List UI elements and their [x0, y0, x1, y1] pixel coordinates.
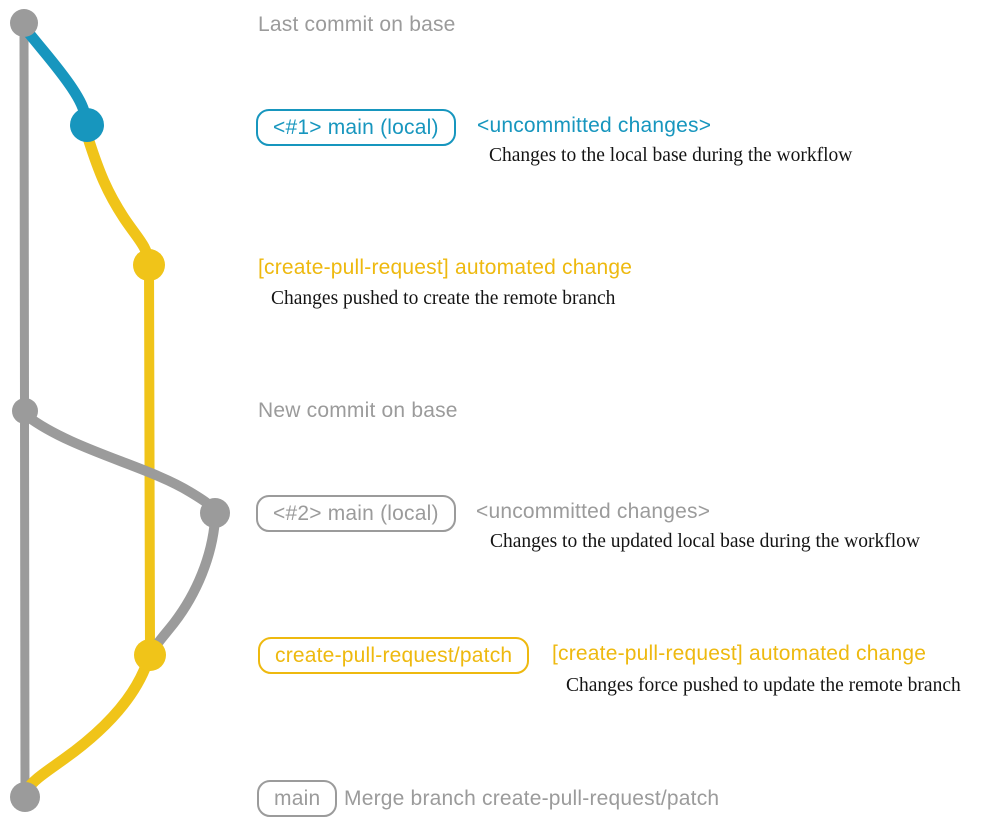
edge-main1-to-patch: [83, 135, 155, 269]
commit-title-automated-change-1: [create-pull-request] automated change: [258, 256, 633, 279]
commit-node-patch-1: [133, 249, 165, 281]
branch-pill-main-local-1: <#1> main (local): [256, 109, 456, 146]
desc-local-base-changes: Changes to the local base during the wor…: [489, 145, 853, 166]
edge-base-to-main2: [22, 411, 219, 517]
commit-title-merge-branch: Merge branch create-pull-request/patch: [344, 787, 720, 810]
commit-node-main-local-2: [200, 498, 230, 528]
branch-pill-main: main: [257, 780, 338, 817]
status-uncommitted-changes-1: <uncommitted changes>: [477, 114, 712, 137]
commit-graph: [10, 9, 230, 812]
commit-node-patch-2: [134, 639, 166, 671]
commit-node-last-base: [10, 9, 38, 37]
edge-patch-vertical: [144, 255, 155, 657]
edge-main2-to-patch: [147, 515, 220, 658]
desc-force-pushed-update-remote-branch: Changes force pushed to update the remot…: [566, 675, 961, 696]
commit-node-merge: [10, 782, 40, 812]
commit-title-automated-change-2: [create-pull-request] automated change: [552, 642, 927, 665]
label-last-commit-on-base: Last commit on base: [258, 13, 456, 36]
status-uncommitted-changes-2: <uncommitted changes>: [476, 500, 711, 523]
branch-pill-main-local-2: <#2> main (local): [256, 495, 456, 532]
branch-pill-create-pull-request-patch: create-pull-request/patch: [258, 637, 530, 674]
commit-node-main-local-1: [70, 108, 104, 142]
edge-base-to-main1: [18, 21, 93, 128]
label-new-commit-on-base: New commit on base: [258, 399, 458, 422]
desc-updated-local-base-changes: Changes to the updated local base during…: [490, 531, 920, 552]
commit-node-new-base: [12, 398, 38, 424]
desc-pushed-create-remote-branch: Changes pushed to create the remote bran…: [271, 288, 616, 309]
edge-patch-to-merge: [21, 657, 153, 796]
